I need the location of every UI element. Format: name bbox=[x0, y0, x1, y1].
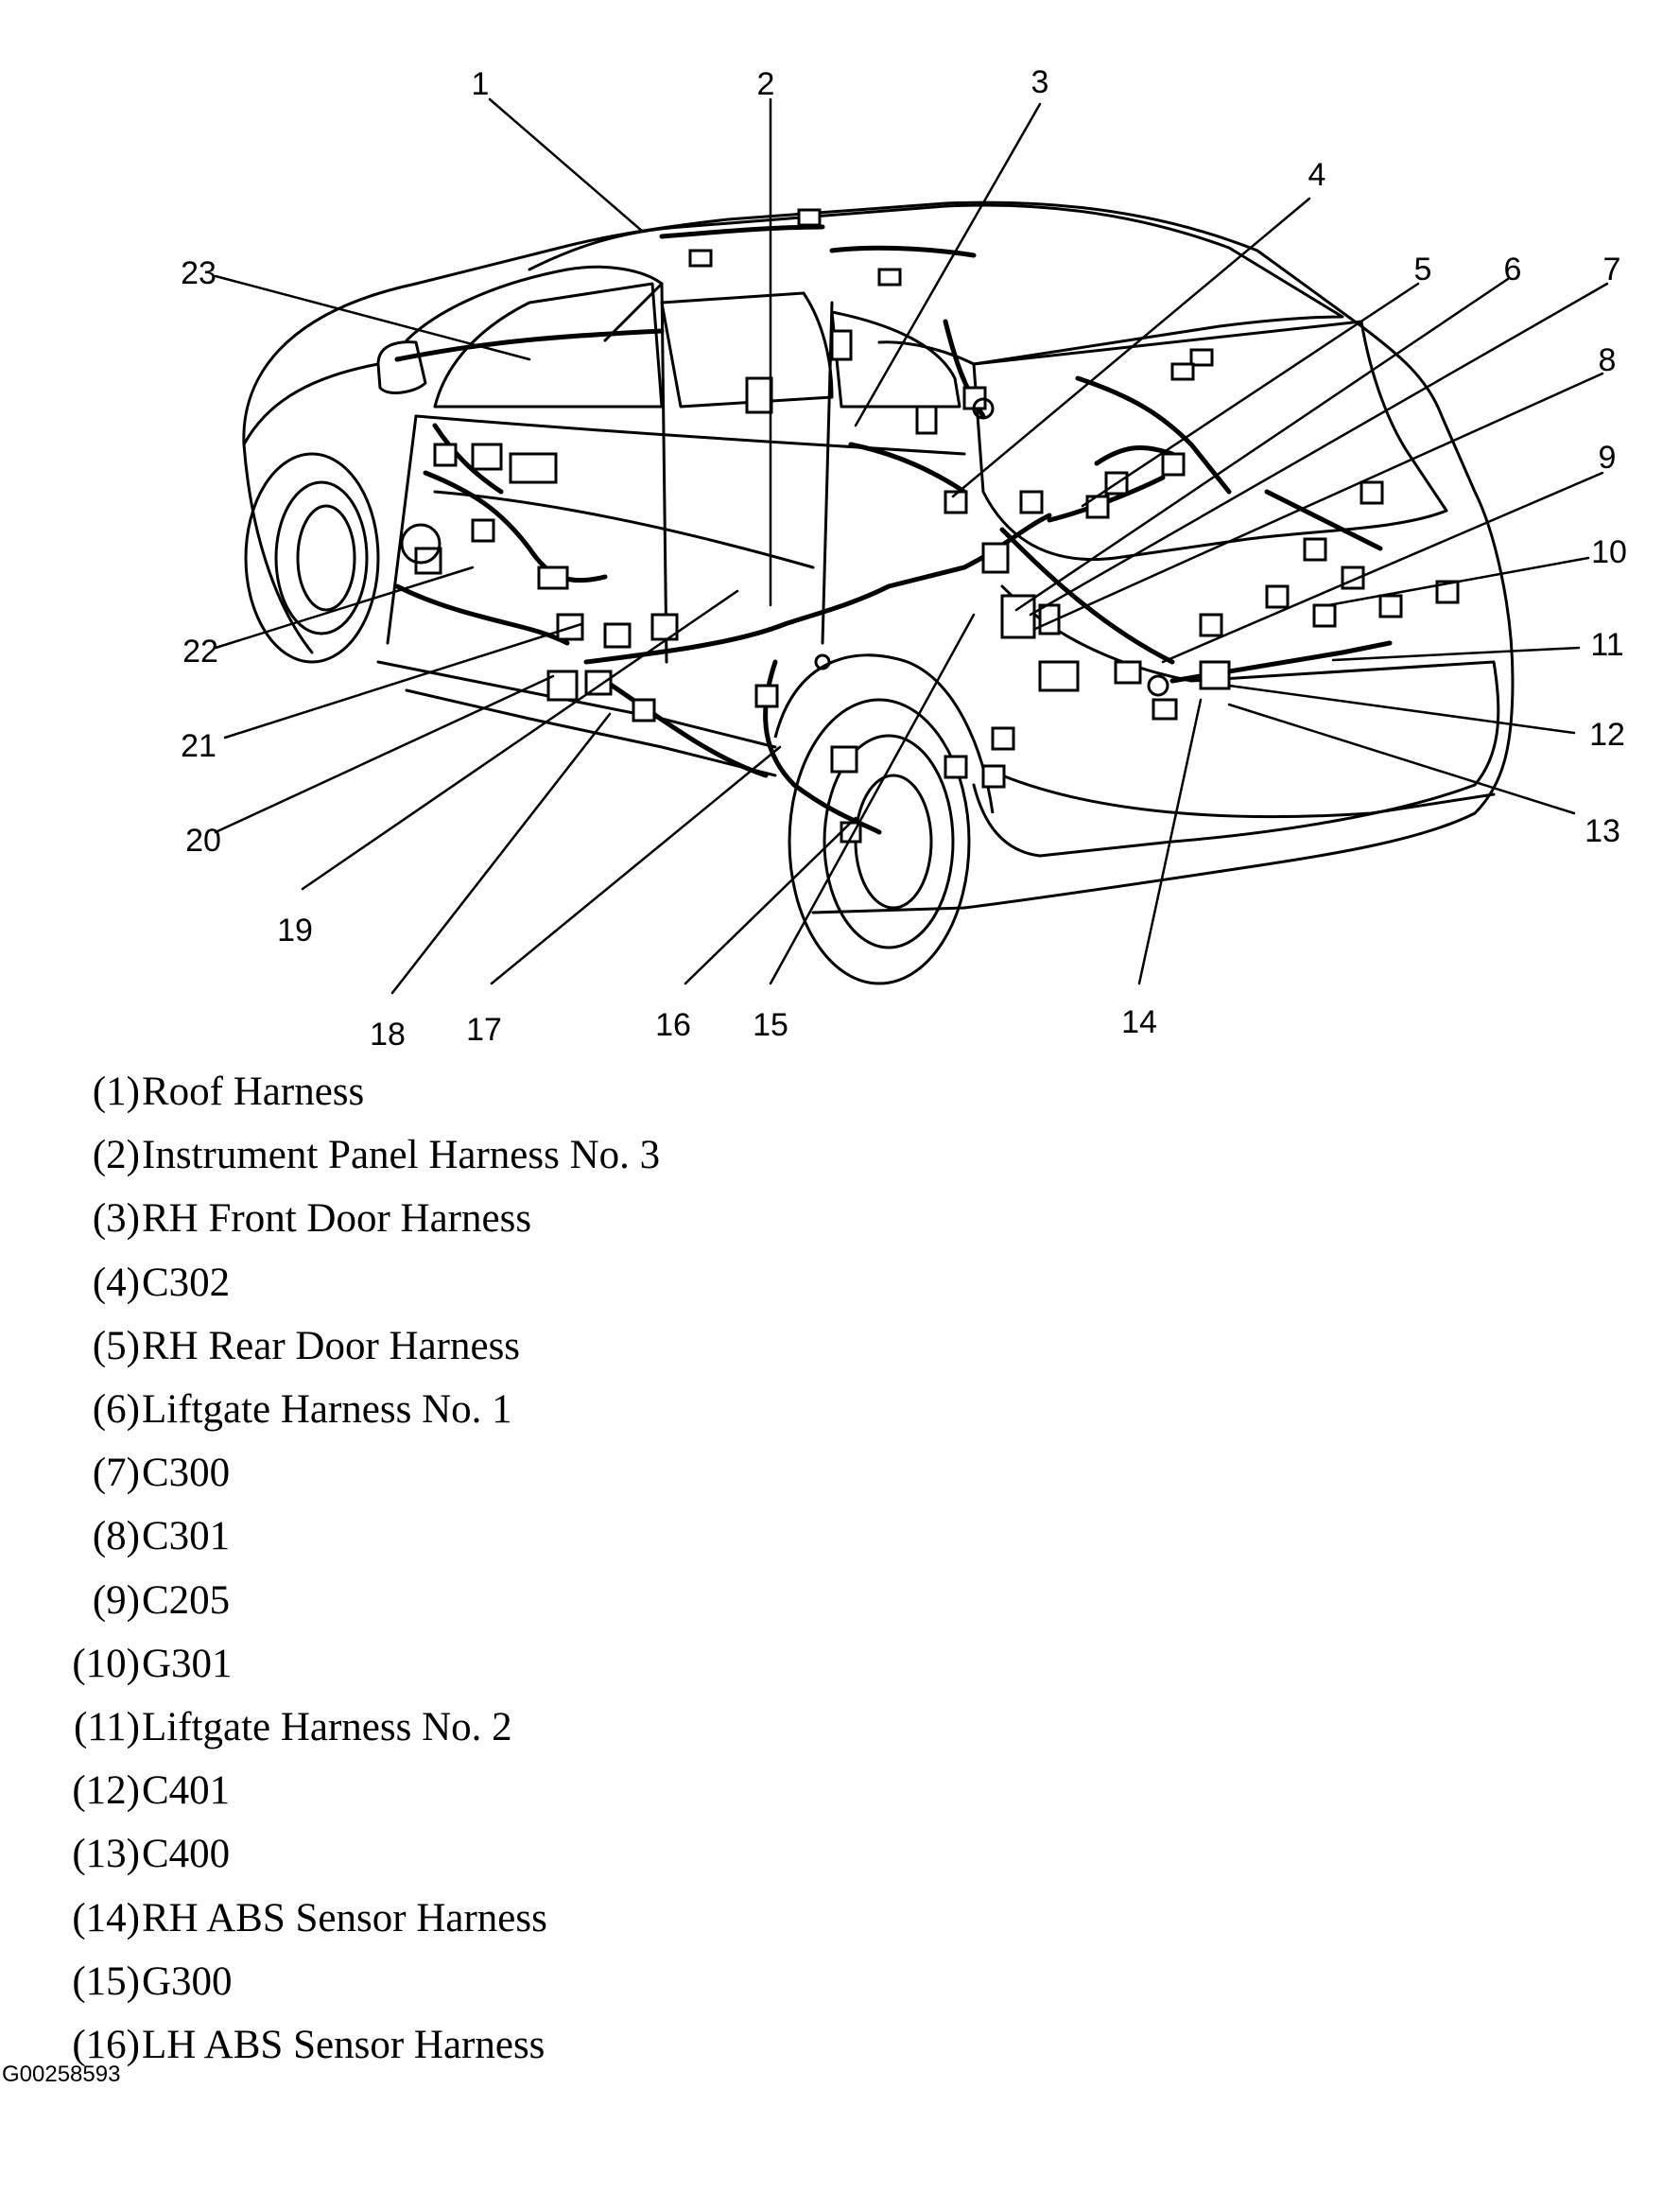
callout-20: 20 bbox=[185, 823, 221, 859]
legend-item: (6)Liftgate Harness No. 1 bbox=[0, 1386, 1680, 1443]
legend-number: (16) bbox=[72, 2023, 140, 2067]
legend-label: Instrument Panel Harness No. 3 bbox=[142, 1133, 661, 1178]
callout-21: 21 bbox=[181, 728, 216, 764]
legend-number: (13) bbox=[72, 1832, 140, 1877]
legend-label: RH Front Door Harness bbox=[142, 1196, 532, 1242]
legend-number: (15) bbox=[72, 1958, 140, 2004]
legend-number: (4) bbox=[92, 1260, 140, 1305]
legend-number: (1) bbox=[92, 1070, 140, 1114]
callout-1: 1 bbox=[472, 66, 490, 102]
legend-item: (9)C205 bbox=[0, 1577, 1680, 1634]
legend-number: (6) bbox=[92, 1387, 140, 1432]
legend-label: C401 bbox=[142, 1768, 231, 1814]
legend-label: Liftgate Harness No. 1 bbox=[142, 1387, 512, 1432]
callout-3: 3 bbox=[1031, 64, 1049, 100]
legend-label: Roof Harness bbox=[142, 1070, 365, 1114]
legend-label: C302 bbox=[142, 1260, 231, 1305]
legend-number: (10) bbox=[72, 1641, 140, 1686]
callout-15: 15 bbox=[753, 1007, 788, 1043]
callout-2: 2 bbox=[757, 66, 775, 102]
callout-4: 4 bbox=[1308, 157, 1326, 193]
legend-label: RH Rear Door Harness bbox=[142, 1323, 521, 1368]
callout-16: 16 bbox=[655, 1007, 691, 1043]
legend-item: (16)LH ABS Sensor Harness bbox=[0, 2022, 1680, 2079]
callout-9: 9 bbox=[1599, 440, 1617, 476]
callout-17: 17 bbox=[466, 1012, 502, 1048]
legend-number: (5) bbox=[92, 1323, 140, 1368]
legend-number: (3) bbox=[92, 1196, 140, 1242]
legend-item: (14)RH ABS Sensor Harness bbox=[0, 1895, 1680, 1952]
legend-label: C205 bbox=[142, 1577, 231, 1623]
legend-item: (1)Roof Harness bbox=[0, 1069, 1680, 1125]
legend-label: C300 bbox=[142, 1451, 231, 1496]
grounds bbox=[400, 397, 1169, 697]
leader-lines bbox=[214, 97, 1609, 995]
legend-number: (11) bbox=[73, 1705, 140, 1749]
callout-12: 12 bbox=[1589, 717, 1625, 753]
legend-item: (3)RH Front Door Harness bbox=[0, 1195, 1680, 1252]
legend-item: (11)Liftgate Harness No. 2 bbox=[0, 1704, 1680, 1761]
callout-19: 19 bbox=[277, 913, 313, 948]
legend-item: (12)C401 bbox=[0, 1767, 1680, 1824]
callout-10: 10 bbox=[1591, 534, 1627, 570]
legend-label: RH ABS Sensor Harness bbox=[142, 1895, 547, 1940]
callout-22: 22 bbox=[182, 634, 218, 670]
legend-item: (15)G300 bbox=[0, 1958, 1680, 2015]
vehicle-outline bbox=[242, 200, 1515, 914]
callout-23: 23 bbox=[181, 255, 216, 291]
legend-item: (2)Instrument Panel Harness No. 3 bbox=[0, 1132, 1680, 1189]
connectors bbox=[414, 208, 1460, 844]
legend-item: (13)C400 bbox=[0, 1831, 1680, 1888]
legend-number: (7) bbox=[92, 1451, 140, 1496]
wheels bbox=[244, 452, 995, 985]
legend-label: LH ABS Sensor Harness bbox=[142, 2023, 546, 2067]
callout-5: 5 bbox=[1414, 252, 1432, 287]
legend-item: (8)C301 bbox=[0, 1513, 1680, 1570]
legend-label: C301 bbox=[142, 1514, 231, 1559]
legend-item: (5)RH Rear Door Harness bbox=[0, 1323, 1680, 1380]
callout-6: 6 bbox=[1504, 252, 1522, 287]
legend-label: G301 bbox=[142, 1641, 233, 1686]
callout-7: 7 bbox=[1603, 252, 1621, 287]
legend-number: (14) bbox=[72, 1895, 140, 1940]
wiring-harnesses bbox=[394, 224, 1393, 835]
figure-id: G00258593 bbox=[2, 2062, 121, 2087]
legend-label: Liftgate Harness No. 2 bbox=[142, 1705, 512, 1749]
callout-13: 13 bbox=[1585, 813, 1620, 849]
callout-14: 14 bbox=[1121, 1004, 1157, 1040]
legend-item: (4)C302 bbox=[0, 1260, 1680, 1316]
legend-number: (2) bbox=[92, 1133, 140, 1178]
legend-number: (8) bbox=[92, 1514, 140, 1559]
legend-number: (9) bbox=[92, 1577, 140, 1623]
legend-label: G300 bbox=[142, 1958, 233, 2004]
callout-11: 11 bbox=[1590, 627, 1623, 663]
legend-number: (12) bbox=[72, 1768, 140, 1814]
legend-item: (7)C300 bbox=[0, 1450, 1680, 1506]
callout-18: 18 bbox=[370, 1017, 406, 1053]
legend-item: (10)G301 bbox=[0, 1641, 1680, 1697]
callout-8: 8 bbox=[1599, 342, 1617, 378]
legend-label: C400 bbox=[142, 1832, 231, 1877]
